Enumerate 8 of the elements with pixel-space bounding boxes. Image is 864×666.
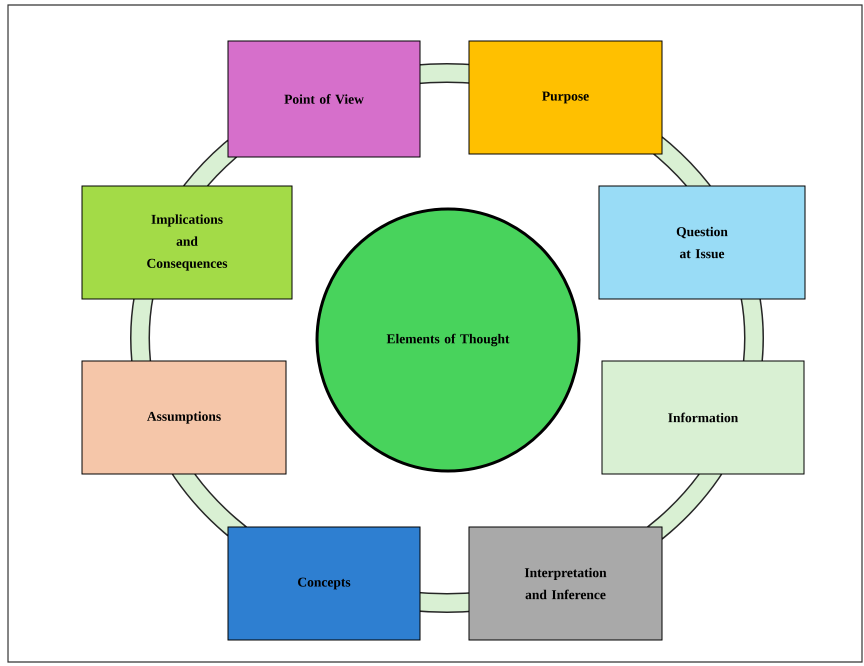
element-box: Interpretation and Inference: [468, 526, 662, 640]
element-box: Purpose: [468, 40, 662, 154]
element-box: Assumptions: [82, 360, 286, 474]
element-box: Point of View: [228, 40, 420, 158]
element-box: Concepts: [228, 526, 420, 640]
element-box: Implications and Consequences: [82, 186, 292, 300]
element-box: Question at Issue: [598, 186, 806, 300]
element-box: Information: [602, 360, 804, 474]
